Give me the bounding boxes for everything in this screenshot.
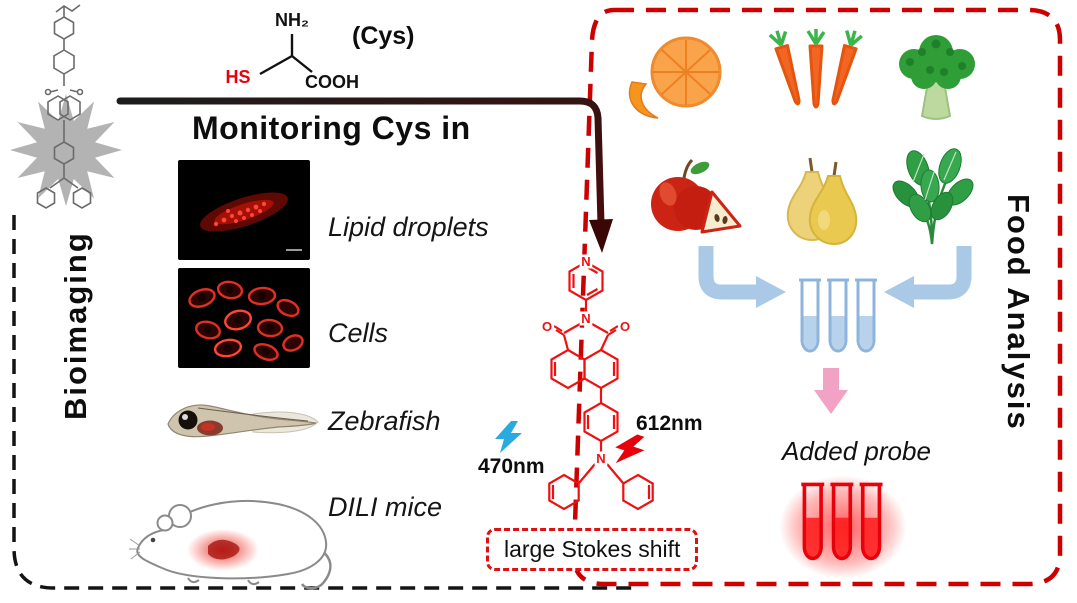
- zebrafish-eye-highlight: [182, 414, 188, 420]
- probe-structure-red-icon: N N O O N: [539, 252, 654, 511]
- orange-segments: [653, 40, 719, 105]
- mouse-feet: [187, 577, 260, 586]
- pyridine-n-label: N: [581, 254, 590, 269]
- microscopy-image-lipid-droplets: [178, 160, 310, 260]
- probe-structure-gray-icon: [10, 4, 122, 209]
- apple-slice: [700, 190, 742, 234]
- test-tubes-red-icon: [801, 482, 883, 561]
- carbonyl-o-left-label: O: [542, 319, 552, 334]
- starburst-icon: [10, 94, 122, 206]
- mint-leaf-veins: [912, 151, 957, 201]
- carbonyl-o-right-label: O: [620, 319, 630, 334]
- orange-peel: [628, 81, 659, 119]
- carrot-3: [831, 30, 863, 106]
- thiol-atom-label: HS: [225, 67, 250, 87]
- apple-seed-1: [714, 214, 720, 222]
- red-structure-atoms: N N O O N: [539, 252, 632, 469]
- pear-highlight: [818, 210, 830, 230]
- acid-atom-label: COOH: [305, 72, 359, 92]
- emission-wavelength-label: 612nm: [636, 412, 703, 435]
- cell-nuclei: [198, 286, 274, 356]
- food-analysis-dashed-border: [571, 7, 1063, 587]
- zebrafish-eye: [178, 410, 198, 430]
- dili-mice-label: DILI mice: [328, 492, 443, 522]
- zebrafish-label: Zebrafish: [328, 406, 441, 436]
- zebrafish-image: [167, 404, 319, 438]
- amine-atom-label: NH₂: [275, 10, 309, 30]
- orange-icon: [628, 36, 722, 119]
- lipid-droplet-dots: [213, 201, 267, 227]
- pear-stem-front: [832, 161, 838, 177]
- mouse-ear-front: [156, 514, 174, 532]
- broccoli-stalk: [920, 81, 952, 120]
- apple-stem: [682, 158, 694, 179]
- cys-tag-label: (Cys): [352, 22, 415, 50]
- cell-outlines: [188, 280, 304, 361]
- carrot-2: [806, 29, 826, 109]
- pears-icon: [786, 157, 858, 246]
- mouse-image: [129, 500, 332, 590]
- broccoli-icon: [899, 35, 975, 120]
- zebrafish-dorsal-line: [197, 407, 309, 422]
- red-structure-bonds: [548, 260, 654, 511]
- blue-tube-liquid: [803, 316, 873, 350]
- microscopy-image-cells: [178, 268, 310, 368]
- carrot-1: [768, 30, 801, 106]
- reaction-arrow-shaft: [116, 97, 605, 228]
- excitation-bolt-icon: [495, 421, 522, 453]
- stokes-shift-badge: large Stokes shift: [486, 528, 699, 571]
- apple-highlight: [659, 182, 677, 206]
- monitoring-title: Monitoring Cys in: [192, 110, 471, 146]
- lipid-droplets-label: Lipid droplets: [328, 212, 489, 242]
- cysteine-structure-icon: NH₂ HS COOH: [225, 10, 359, 92]
- blue-tube-outlines: [799, 278, 877, 353]
- food-analysis-section-label: Food Analysis: [1001, 194, 1036, 431]
- added-probe-arrow-icon: [814, 368, 848, 414]
- imide-n-label: N: [581, 311, 590, 326]
- cysteine-bonds: [259, 34, 313, 76]
- apple-icon: [651, 158, 742, 234]
- flow-arrow-right-icon: [884, 246, 972, 308]
- bioimaging-section-label: Bioimaging: [58, 231, 93, 420]
- mint-leaves: [892, 148, 974, 223]
- red-tube-liquid: [805, 517, 878, 557]
- apple-seed-2: [722, 216, 728, 224]
- lipid-droplets-fluorescence: [200, 192, 302, 251]
- mouse-whiskers: [129, 538, 141, 560]
- bioimaging-dashed-border: [12, 215, 632, 590]
- mouse-eye: [150, 537, 156, 543]
- test-tubes-blue-icon: [799, 278, 877, 353]
- red-tube-outlines: [801, 482, 883, 561]
- emission-bolt-icon: [615, 434, 645, 464]
- probe-molecule-lines: [36, 4, 92, 209]
- amine-n-label: N: [596, 451, 605, 466]
- broccoli-texture: [906, 39, 966, 76]
- cells-label: Cells: [328, 318, 389, 348]
- cells-fluorescence: [188, 280, 304, 361]
- zebrafish-belly-red: [201, 423, 215, 431]
- excitation-wavelength-label: 470nm: [478, 455, 545, 478]
- mint-icon: [892, 148, 974, 245]
- liver-shape: [208, 539, 240, 560]
- flow-arrow-left-icon: [698, 246, 786, 308]
- apple-leaf: [690, 161, 710, 175]
- reaction-arrowhead: [589, 219, 613, 253]
- carrots-icon: [768, 29, 863, 109]
- reaction-arrow: [116, 97, 613, 253]
- pear-stem-back: [808, 157, 814, 173]
